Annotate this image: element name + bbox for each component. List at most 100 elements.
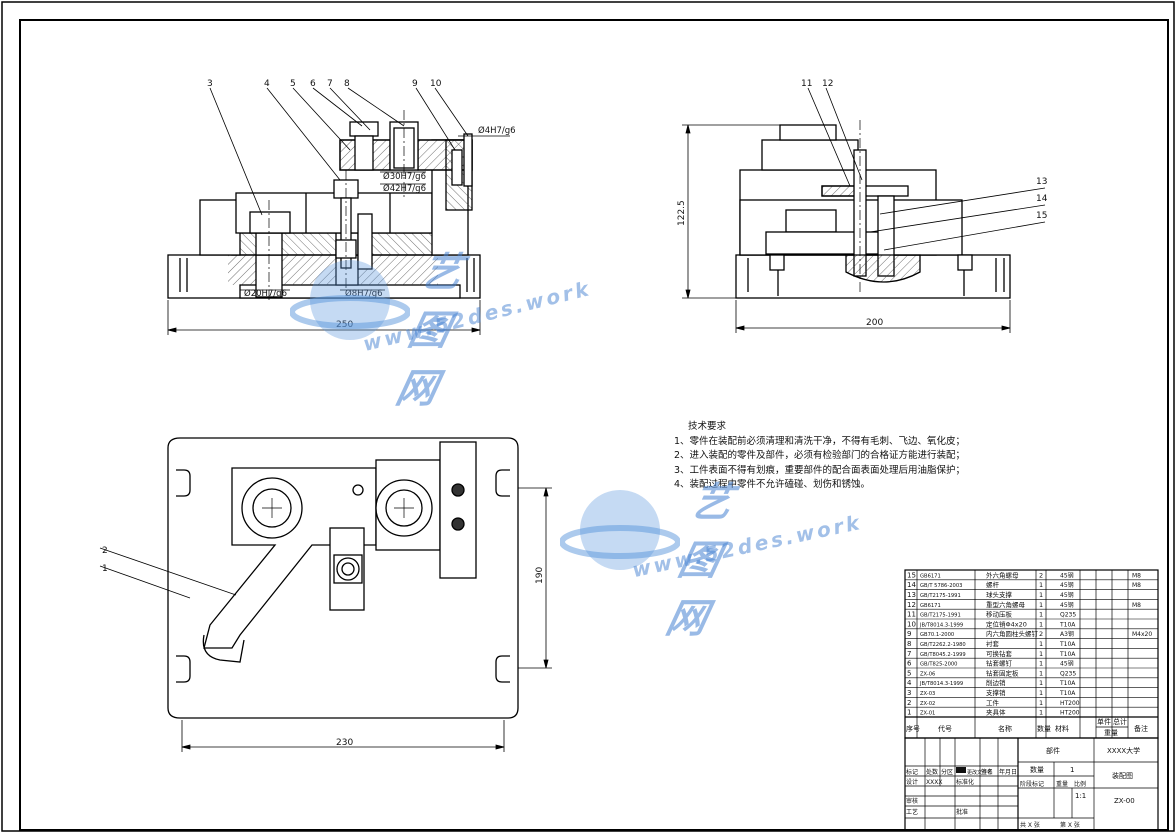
bom-cell-no: 9 bbox=[907, 630, 911, 638]
notes-line-4: 4、装配过程中零件不允许磕碰、划伤和锈蚀。 bbox=[674, 479, 871, 490]
bom-cell-no: 4 bbox=[907, 679, 912, 687]
fit-label-8: Ø8H7/g6 bbox=[345, 288, 383, 299]
bom-cell-qty: 1 bbox=[1039, 699, 1043, 707]
plan-leaders bbox=[99, 547, 237, 599]
dim-side bbox=[682, 124, 1011, 333]
notes-line-3: 3、工件表面不得有划痕，重要部件的配合面表面处理后用油脂保护； bbox=[674, 464, 966, 476]
callout-13: 13 bbox=[1036, 177, 1047, 187]
bom-cell-no: 5 bbox=[907, 669, 911, 677]
bom-cell-qty: 2 bbox=[1039, 630, 1043, 638]
callout-5: 5 bbox=[290, 79, 296, 89]
callout-2: 2 bbox=[102, 546, 108, 556]
tb-scale-value: 1:1 bbox=[1075, 792, 1086, 800]
bom-cell-mat: Q235 bbox=[1060, 612, 1076, 619]
bom-cell-code: JB/T8014.3-1999 bbox=[919, 681, 963, 687]
inner-frame bbox=[19, 19, 1169, 831]
callout-6: 6 bbox=[310, 79, 316, 89]
callout-3: 3 bbox=[207, 79, 213, 89]
callout-7: 7 bbox=[327, 79, 333, 89]
front-view bbox=[167, 110, 481, 300]
tb-date-label: 年月日 bbox=[999, 768, 1017, 776]
bom-header-note: 备注 bbox=[1134, 724, 1148, 733]
dim-front-width-label: 250 bbox=[336, 320, 353, 330]
bom-cell-qty: 1 bbox=[1039, 620, 1043, 628]
bom-cell-qty: 2 bbox=[1039, 571, 1043, 579]
callout-12: 12 bbox=[822, 79, 833, 89]
bom-cell-qty: 1 bbox=[1039, 591, 1043, 599]
bom-cell-no: 15 bbox=[907, 571, 916, 579]
bom-cell-no: 2 bbox=[907, 699, 911, 707]
bom-cell-name: 钻套螺钉 bbox=[986, 659, 1013, 668]
bom-cell-mat: T10A bbox=[1059, 641, 1076, 648]
callout-15: 15 bbox=[1036, 211, 1047, 221]
bom-cell-name: 移动压板 bbox=[986, 610, 1013, 619]
bom-header-qty: 数量 bbox=[1037, 724, 1051, 733]
bom-cell-qty: 1 bbox=[1039, 689, 1043, 697]
tb-sign-label: 签名 bbox=[981, 768, 993, 776]
bom-cell-name: 螺杆 bbox=[986, 580, 1000, 589]
bom-cell-code: GB6171 bbox=[920, 603, 941, 609]
bom-cell-code: JB/T8014.3-1999 bbox=[919, 622, 963, 628]
bom-cell-name: 钻套固定板 bbox=[986, 668, 1019, 677]
bom-cell-code: GB/T2175-1991 bbox=[920, 593, 961, 599]
bom-header-total: 总计 bbox=[1113, 717, 1127, 726]
bom-cell-name: 衬套 bbox=[986, 639, 1000, 648]
fit-label-30: Ø30H7/g6 bbox=[383, 171, 426, 182]
side-leaders bbox=[807, 87, 1046, 251]
tb-drawing-name: 装配图 bbox=[1112, 771, 1133, 780]
front-leaders bbox=[209, 87, 510, 291]
dim-height-label: 122.5 bbox=[677, 200, 687, 226]
tb-school: XXXX大学 bbox=[1107, 746, 1140, 755]
bom-cell-mat: 45钢 bbox=[1060, 591, 1074, 599]
fit-label-42: Ø42H7/g6 bbox=[383, 183, 426, 194]
bom-header-mat: 材料 bbox=[1055, 724, 1069, 733]
callout-1: 1 bbox=[102, 564, 108, 574]
bom-cell-qty: 1 bbox=[1039, 601, 1043, 609]
tb-sheets: 共 X 张 bbox=[1020, 821, 1040, 829]
bom-cell-code: GB70.1-2000 bbox=[920, 632, 954, 638]
bom-header-code: 代号 bbox=[938, 724, 952, 733]
bom-cell-mat: 45钢 bbox=[1060, 601, 1074, 609]
bom-cell-qty: 1 bbox=[1039, 640, 1043, 648]
tb-drawing-no: ZX-00 bbox=[1114, 797, 1135, 805]
bom-header-unit: 单件 bbox=[1097, 717, 1111, 726]
bom-cell-mat: 45钢 bbox=[1060, 581, 1074, 589]
bom-cell-no: 6 bbox=[907, 660, 912, 668]
bom-cell-mat: Q235 bbox=[1060, 670, 1076, 677]
bom-cell-note: M4x20 bbox=[1132, 631, 1152, 638]
bom-cell-name: 重型六角螺母 bbox=[986, 600, 1026, 609]
tb-design-value: XXXX bbox=[926, 779, 942, 786]
bom-header-name: 名称 bbox=[998, 724, 1012, 733]
tb-scale-label: 比例 bbox=[1074, 780, 1086, 788]
side-callout-labels: 11 12 13 14 15 bbox=[801, 79, 1048, 221]
bom-cell-no: 11 bbox=[907, 611, 916, 619]
dim-side-width-label: 200 bbox=[866, 318, 883, 328]
tb-count-label: 处数 bbox=[926, 768, 938, 776]
bom-cell-mat: A3钢 bbox=[1060, 630, 1074, 638]
notes-line-2: 2、进入装配的零件及部件，必须有检验部门的合格证方能进行装配； bbox=[674, 450, 966, 461]
bom-cell-no: 13 bbox=[907, 591, 916, 599]
bom-cell-name: 削边销 bbox=[986, 678, 1006, 687]
bom-cell-note: M8 bbox=[1132, 582, 1141, 589]
bom-cell-mat: T10A bbox=[1059, 690, 1076, 697]
plan-view bbox=[167, 437, 519, 719]
signature-block bbox=[956, 767, 966, 773]
bom-cell-name: 工件 bbox=[986, 698, 1000, 707]
bom-cell-code: ZX-06 bbox=[920, 671, 935, 677]
bom-cell-name: 内六角圆柱头螺钉 bbox=[986, 629, 1039, 638]
bom-cell-no: 14 bbox=[907, 581, 916, 589]
tb-std-label: 标准化 bbox=[956, 778, 974, 786]
bom-cell-no: 3 bbox=[907, 689, 911, 697]
front-callout-labels: 3 4 5 6 7 8 9 10 Ø4H7/g6 Ø30H7/g6 Ø42H7/… bbox=[207, 79, 516, 299]
tb-zone-label: 分区 bbox=[941, 768, 953, 776]
callout-10: 10 bbox=[430, 79, 442, 89]
bom-cell-mat: 45钢 bbox=[1060, 660, 1074, 668]
bom-cell-code: ZX-01 bbox=[920, 711, 935, 717]
tb-process-label: 工艺 bbox=[906, 808, 918, 816]
bom-cell-code: GB/T825-2000 bbox=[920, 662, 957, 668]
bom-cell-code: GB/T2262.2-1980 bbox=[920, 642, 966, 648]
bom-cell-name: 球头支撑 bbox=[986, 590, 1013, 599]
callout-11: 11 bbox=[801, 79, 812, 89]
bom-cell-qty: 1 bbox=[1039, 669, 1043, 677]
